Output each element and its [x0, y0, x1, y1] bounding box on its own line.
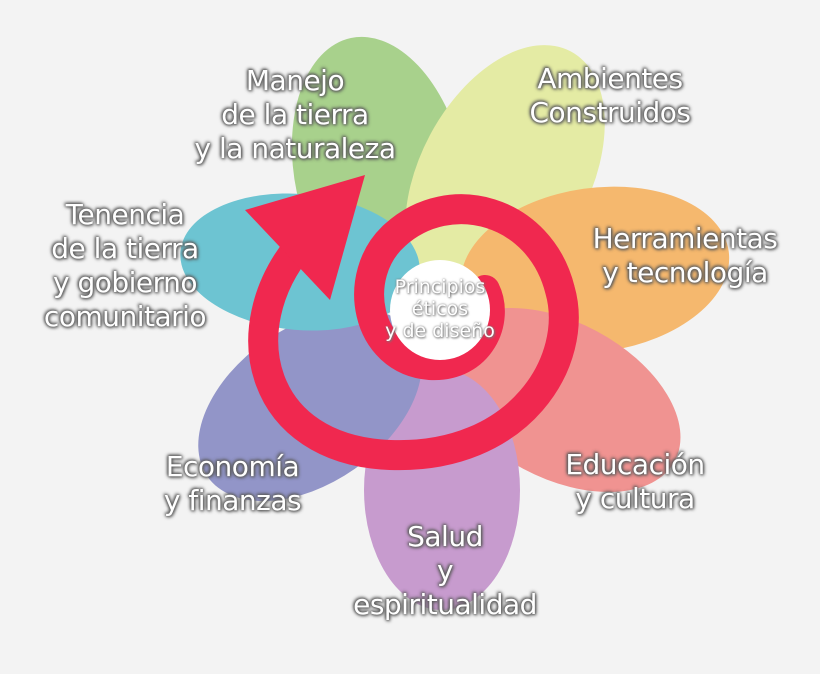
center-label: Principios éticos y de diseño: [370, 276, 510, 342]
center-line: y de diseño: [385, 320, 495, 342]
center-circle: [390, 260, 490, 360]
label-herramientas: Herramientas y tecnología: [585, 222, 785, 290]
label-line: y finanzas: [163, 484, 302, 517]
label-line: Tenencia: [65, 198, 185, 231]
label-line: Herramientas: [592, 222, 778, 255]
label-line: y gobierno: [52, 266, 198, 299]
label-line: y tecnología: [602, 256, 768, 289]
label-line: Manejo: [245, 64, 345, 97]
center-line: éticos: [411, 298, 469, 320]
label-salud: Salud y espiritualidad: [340, 520, 550, 622]
label-economia: Economía y finanzas: [145, 450, 320, 518]
spiral-arrow: [245, 175, 579, 471]
label-line: Construidos: [529, 96, 691, 129]
label-line: de la tierra: [221, 98, 369, 131]
label-line: y cultura: [575, 482, 695, 515]
label-line: y la naturaleza: [194, 132, 396, 165]
label-line: Economía: [165, 450, 300, 483]
label-line: y: [436, 554, 454, 587]
label-line: Ambientes: [537, 62, 683, 95]
label-line: comunitario: [43, 300, 207, 333]
label-ambientes: Ambientes Construidos: [505, 62, 715, 130]
label-manejo: Manejo de la tierra y la naturaleza: [180, 64, 410, 166]
label-line: Salud: [407, 520, 483, 553]
label-educacion: Educación y cultura: [545, 448, 725, 516]
center-line: Principios: [394, 276, 486, 298]
label-line: de la tierra: [51, 232, 199, 265]
label-line: Educación: [565, 448, 705, 481]
label-line: espiritualidad: [353, 588, 537, 621]
label-tenencia: Tenencia de la tierra y gobierno comunit…: [25, 198, 225, 334]
